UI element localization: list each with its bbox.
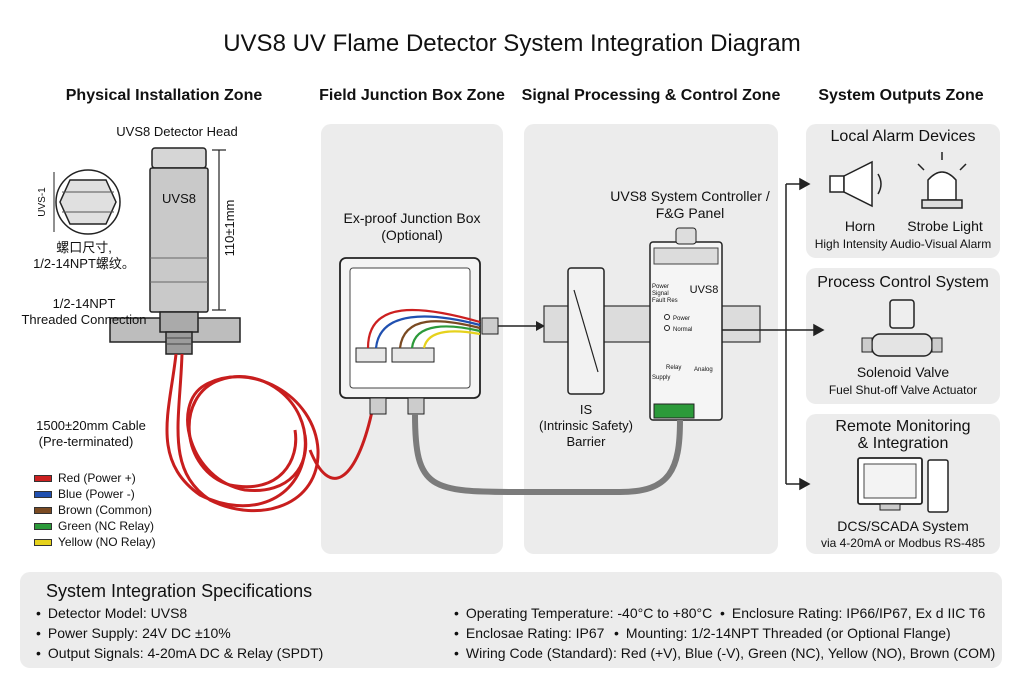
specs-title: System Integration Specifications xyxy=(46,581,313,601)
spec-item-left: Output Signals: 4-20mA DC & Relay (SPDT) xyxy=(36,645,323,661)
legend-item-brown: Brown (Common) xyxy=(34,502,184,518)
detector-head-icon xyxy=(109,147,241,355)
detector-head-label: UVS8 Detector Head xyxy=(116,124,238,139)
controller-icon xyxy=(649,227,723,421)
controller-label-line1: UVS8 System Controller / xyxy=(610,188,770,204)
remote-monitoring-title-line2: & Integration xyxy=(857,435,949,452)
diagram-title: UVS8 UV Flame Detector System Integratio… xyxy=(223,30,801,57)
connection-label-line2: Threaded Connection xyxy=(21,312,147,327)
spec-item-right: Enclosure Rating: IP66/IP67, Ex d IIC T6 xyxy=(720,605,985,621)
solenoid-valve-icon xyxy=(861,299,943,357)
junction-box-label-line2: (Optional) xyxy=(381,227,443,243)
network-cable-icon xyxy=(412,413,683,495)
cable-label-line2: (Pre-terminated) xyxy=(38,434,134,449)
strobe-light-icon xyxy=(917,152,967,209)
legend-item-red: Red (Power +) xyxy=(34,470,184,486)
legend-label: Brown (Common) xyxy=(58,503,153,517)
is-barrier-icon xyxy=(567,267,605,395)
legend-label: Red (Power +) xyxy=(58,471,136,485)
controller-model-label: UVS8 xyxy=(689,284,719,296)
horn-icon xyxy=(829,160,882,208)
spec-item-right: Enclosae Rating: IP67 xyxy=(454,625,605,641)
alarm-caption: High Intensity Audio-Visual Alarm xyxy=(814,237,992,251)
cable-label-line1: 1500±20mm Cable xyxy=(36,418,146,433)
barrier-label-line3: Barrier xyxy=(566,434,606,449)
alarm-devices-title: Local Alarm Devices xyxy=(830,128,976,145)
dcs-scada-label: DCS/SCADA System xyxy=(837,518,969,534)
dimension-label: 110±1mm xyxy=(222,199,237,257)
arrow-junction-to-barrier xyxy=(498,321,545,331)
spec-item-right: Wiring Code (Standard): Red (+V), Blue (… xyxy=(454,645,995,661)
barrier-label-line1: IS xyxy=(579,402,593,417)
relay-label: Relay xyxy=(666,365,682,371)
zone-header-physical: Physical Installation Zone xyxy=(65,87,263,104)
junction-box-label-line1: Ex-proof Junction Box xyxy=(343,210,481,226)
green-swatch-icon xyxy=(34,522,52,530)
yellow-swatch-icon xyxy=(34,538,52,546)
remote-monitoring-title-line1: Remote Monitoring xyxy=(835,418,971,435)
output-arrows xyxy=(722,177,825,491)
brown-swatch-icon xyxy=(34,506,52,514)
wire-color-legend: Red (Power +) Blue (Power -) Brown (Comm… xyxy=(34,470,184,550)
remote-caption: via 4-20mA or Modbus RS-485 xyxy=(820,536,986,550)
spec-item-right: Mounting: 1/2-14NPT Threaded (or Optiona… xyxy=(614,625,951,641)
controller-side-label: Power Signal Fault Res xyxy=(652,284,678,304)
thread-note-cn: 螺口尺寸, xyxy=(56,240,112,255)
process-caption: Fuel Shut-off Valve Actuator xyxy=(828,383,978,397)
solenoid-valve-label: Solenoid Valve xyxy=(856,364,950,380)
spec-item-left: Detector Model: UVS8 xyxy=(36,605,187,621)
strobe-label: Strobe Light xyxy=(907,218,983,234)
spec-item-left: Power Supply: 24V DC ±10% xyxy=(36,625,231,641)
controller-label-line2: F&G Panel xyxy=(655,205,725,221)
analog-label: Analog xyxy=(694,367,713,373)
legend-label: Blue (Power -) xyxy=(58,487,135,501)
zone-header-signal: Signal Processing & Control Zone xyxy=(521,87,781,104)
spec-item-right: Operating Temperature: -40°C to +80°C xyxy=(454,605,712,621)
connection-label-line1: 1/2-14NPT xyxy=(52,296,116,311)
normal-led-label: Normal xyxy=(673,327,693,333)
legend-item-yellow: Yellow (NO Relay) xyxy=(34,534,184,550)
legend-label: Green (NC Relay) xyxy=(58,519,155,533)
thread-detail-icon xyxy=(53,169,121,235)
barrier-label-line2: (Intrinsic Safety) xyxy=(539,418,633,433)
detector-body-label: UVS8 xyxy=(162,191,196,206)
dimension-line-icon xyxy=(212,149,226,311)
horn-label: Horn xyxy=(844,218,876,234)
blue-swatch-icon xyxy=(34,490,52,498)
supply-label: Supply xyxy=(652,375,671,381)
computer-icon xyxy=(857,457,949,513)
red-swatch-icon xyxy=(34,474,52,482)
legend-label: Yellow (NO Relay) xyxy=(58,535,156,549)
power-led-label: Power xyxy=(673,316,691,322)
thread-detail-label: UVS-1 xyxy=(37,187,48,217)
process-control-title: Process Control System xyxy=(817,274,989,291)
zone-header-outputs: System Outputs Zone xyxy=(818,87,984,104)
zone-header-junction: Field Junction Box Zone xyxy=(319,87,505,104)
thread-note-spec: 1/2-14NPT螺纹。 xyxy=(33,256,135,271)
legend-item-blue: Blue (Power -) xyxy=(34,486,184,502)
junction-box-icon xyxy=(339,257,499,415)
legend-item-green: Green (NC Relay) xyxy=(34,518,184,534)
